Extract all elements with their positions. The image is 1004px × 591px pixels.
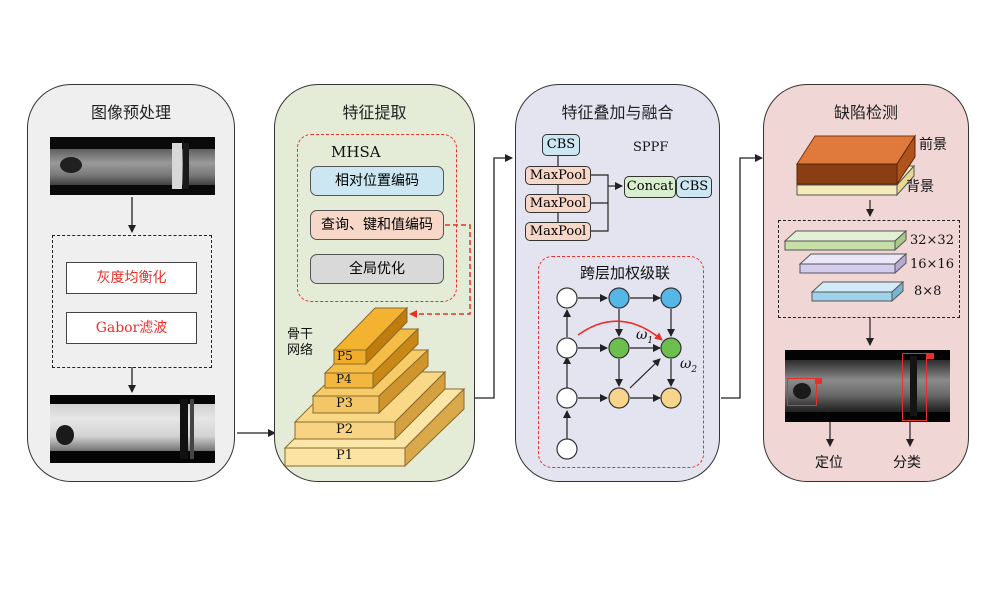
sppf-label: SPPF [633,140,669,155]
panel-title: 特征叠加与融合 [561,103,674,122]
layer-label-p5: P5 [337,349,353,363]
sppf-maxpool-1: MaxPool [525,166,591,185]
raw-defect-image [50,137,215,195]
sppf-maxpool-3: MaxPool [525,222,591,241]
mhsa-group [297,134,457,302]
panel-title: 图像预处理 [90,103,171,122]
foreground-label: 前景 [919,137,947,153]
omega-2-label: ω2 [680,356,698,375]
detection-box-right [902,353,927,421]
layer-label-p4: P4 [336,372,352,386]
sppf-maxpool-2: MaxPool [525,194,591,213]
backbone-label: 骨干 网络 [287,327,314,358]
layer-label-p1: P1 [336,448,354,463]
layer-label-p2: P2 [336,422,354,437]
detection-result-image [785,350,950,422]
step-gray-equalization: 灰度均衡化 [66,262,197,294]
detection-box-left [787,378,817,406]
plate-32 [783,229,908,252]
layer-label-p3: P3 [336,396,354,411]
panel-title: 特征提取 [342,103,407,122]
processed-defect-image [50,395,215,463]
scale-32-label: 32×32 [910,233,954,248]
arrow-p2-p3 [474,154,513,399]
arrow-p3-p4 [721,154,763,399]
mhsa-qkv-encoding: 查询、键和值编码 [310,210,444,240]
weighted-cascade-title: 跨层加权级联 [580,264,671,282]
weighted-cascade-group [538,256,704,468]
omega-1-label: ω1 [636,327,654,346]
sppf-concat: Concat [624,176,676,198]
output-classification: 分类 [893,455,921,471]
scale-16-label: 16×16 [910,257,954,272]
mhsa-relative-position: 相对位置编码 [310,166,444,196]
layer-p5 [332,306,409,366]
background-label: 背景 [906,179,934,195]
sppf-cbs-top: CBS [542,134,580,156]
plate-8 [810,280,905,303]
sppf-cbs-right: CBS [676,176,712,198]
multiscale-group [778,220,960,318]
mhsa-title: MHSA [331,143,381,161]
mhsa-global-optimization: 全局优化 [310,254,444,284]
preprocess-steps-box [52,235,212,368]
plate-16 [798,252,908,275]
scale-8-label: 8×8 [914,284,942,299]
step-gabor-filter: Gabor滤波 [66,312,197,344]
panel-title: 缺陷检测 [833,103,898,122]
output-localization: 定位 [815,455,843,471]
